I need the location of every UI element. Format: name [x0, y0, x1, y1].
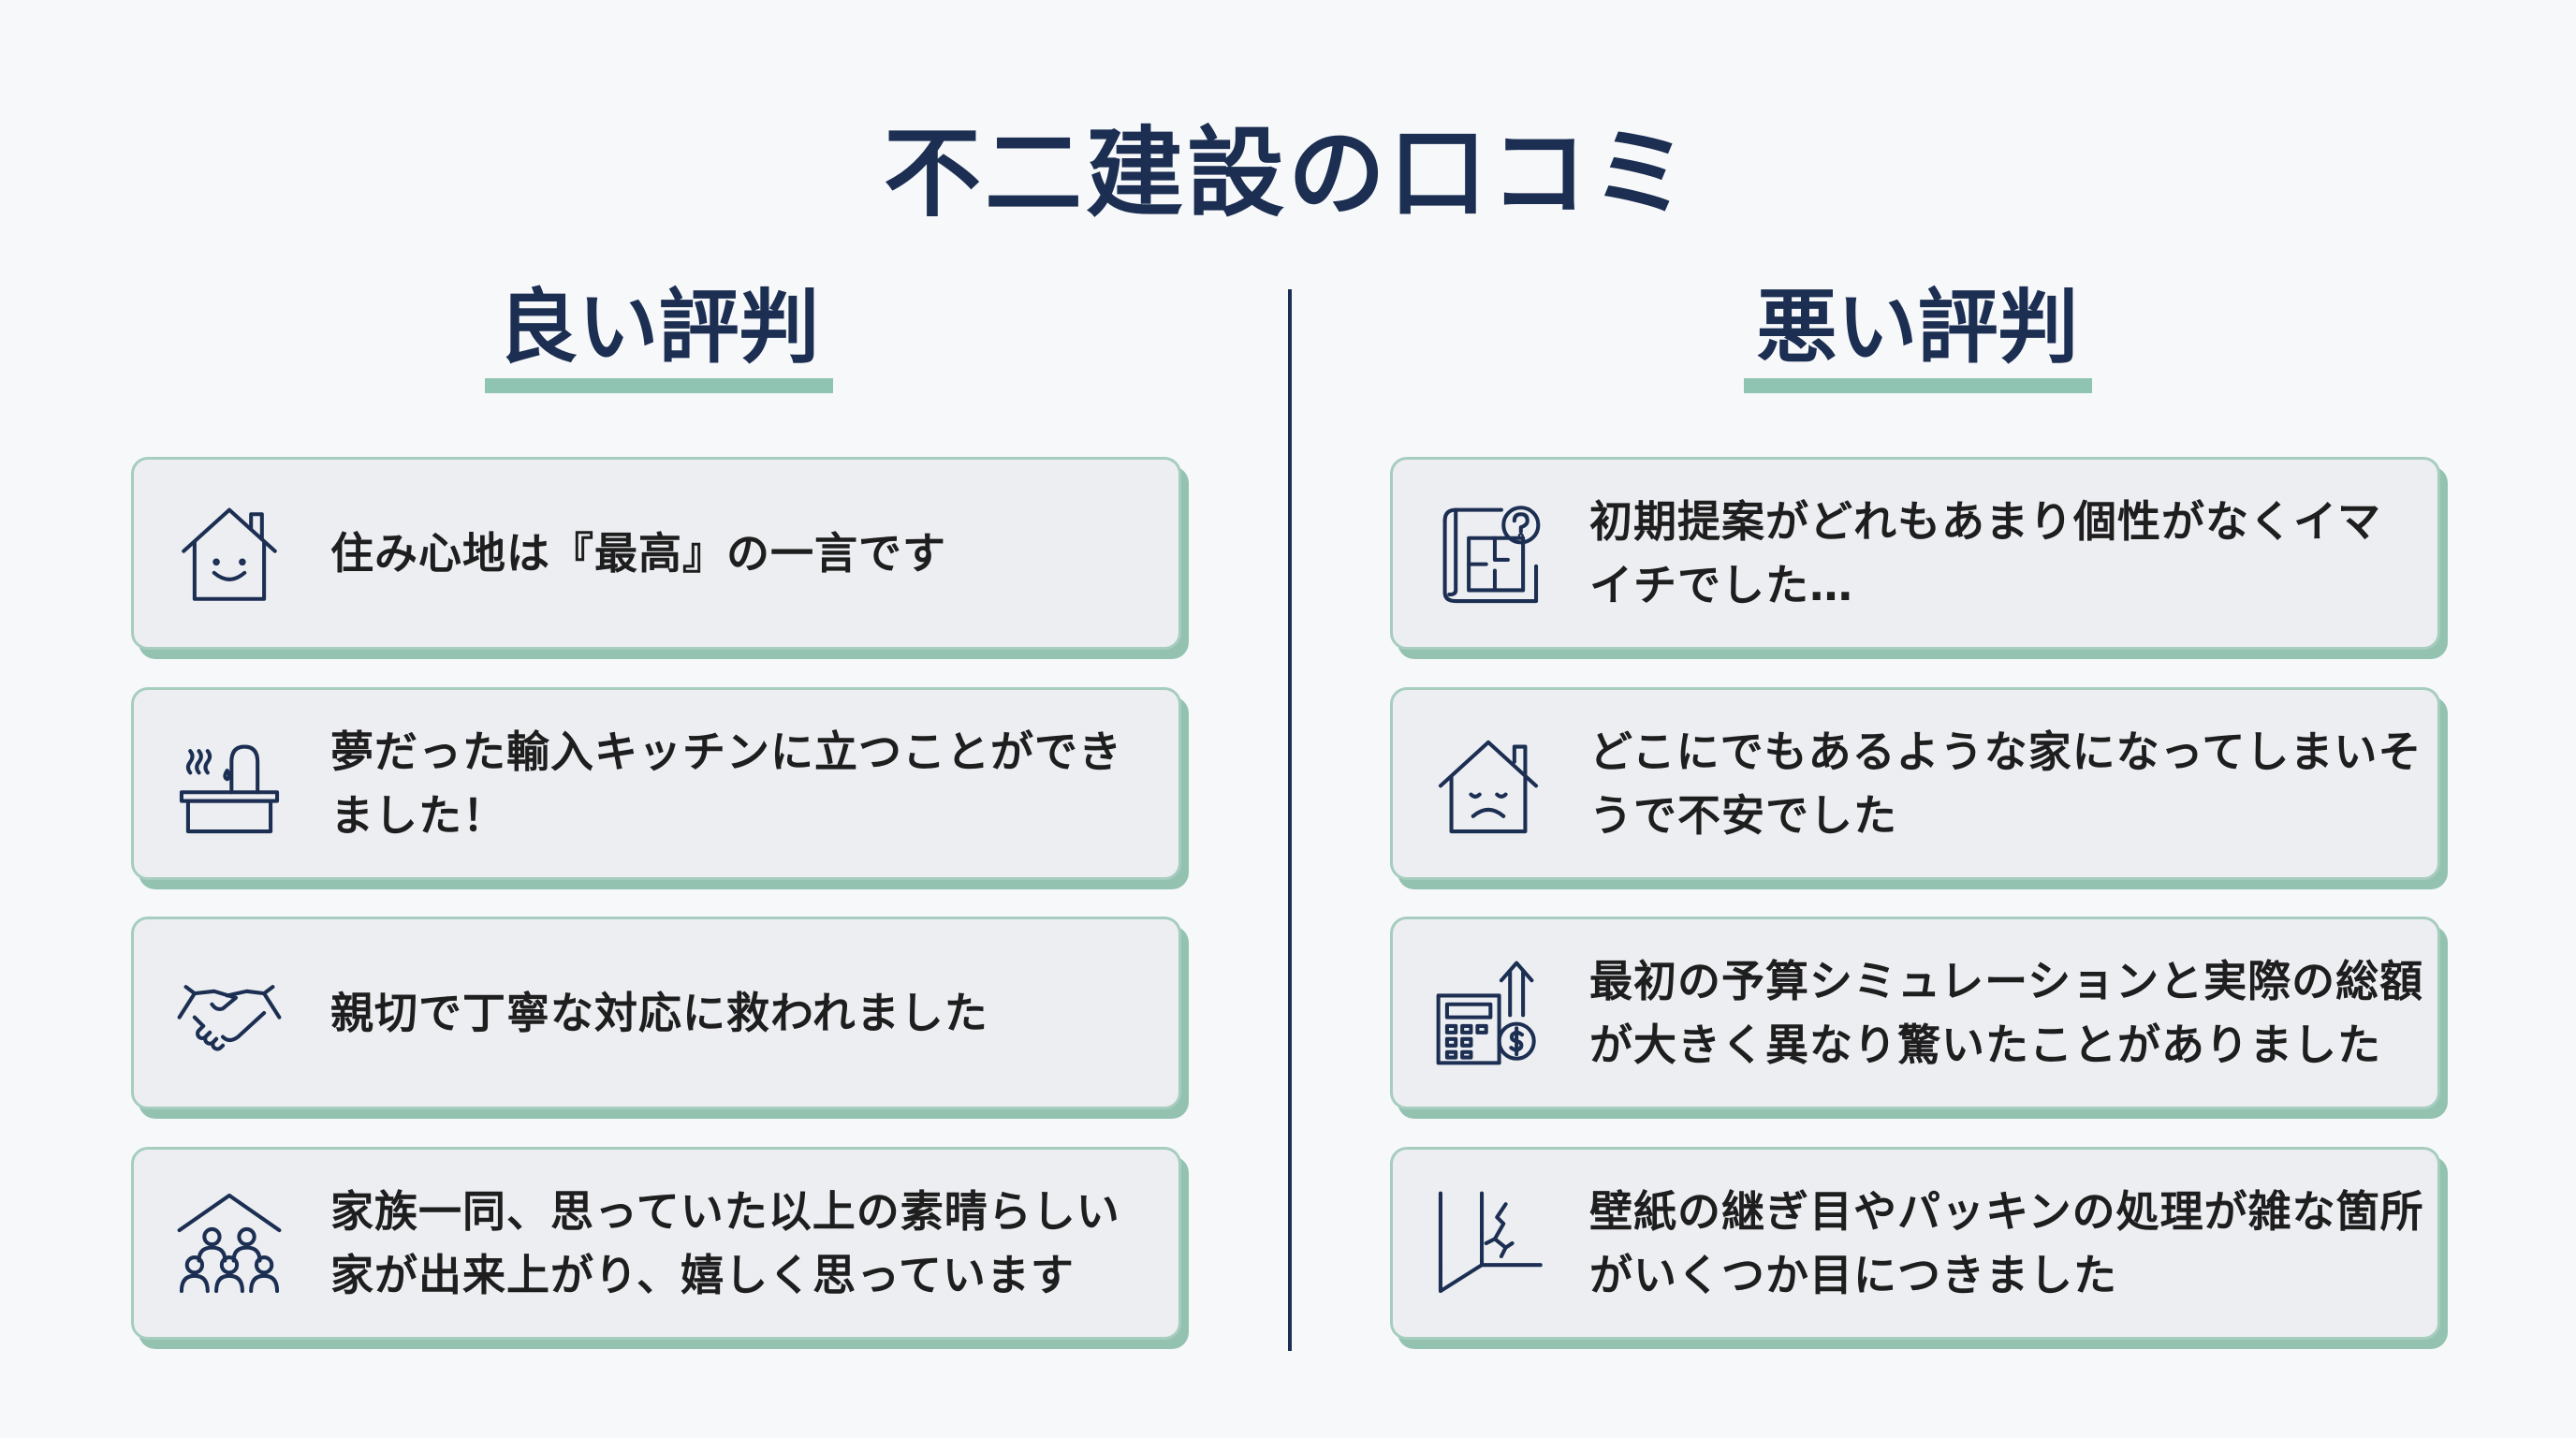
good-review-card: 家族一同、思っていた以上の素晴らしい家が出来上がり、嬉しく思っています	[131, 1147, 1181, 1340]
cracked-wall-icon	[1434, 1189, 1543, 1298]
review-text: 夢だった輸入キッチンに立つことができました！	[330, 726, 1122, 841]
good-reviews-heading-text: 良い評判	[484, 284, 833, 393]
review-text: 初期提案がどれもあまり個性がなくイマイチでした…	[1589, 496, 2381, 610]
bad-reviews-heading: 悪い評判	[1390, 281, 2445, 393]
bad-reviews-heading-text: 悪い評判	[1743, 284, 2092, 393]
family-house-icon	[175, 1189, 284, 1298]
good-reviews-heading: 良い評判	[131, 281, 1186, 393]
smiling-house-icon	[175, 499, 284, 608]
review-text: どこにでもあるような家になってしまいそうで不安でした	[1589, 726, 2422, 841]
review-text: 家族一同、思っていた以上の素晴らしい家が出来上がり、嬉しく思っています	[330, 1186, 1120, 1300]
review-text: 最初の予算シミュレーションと実際の総額が大きく異なり驚いたことがありました	[1589, 956, 2424, 1070]
bad-review-card: 初期提案がどれもあまり個性がなくイマイチでした…	[1390, 457, 2440, 650]
sad-house-icon	[1434, 729, 1543, 838]
kitchen-sink-icon	[175, 729, 284, 838]
review-text: 親切で丁寧な対応に救われました	[330, 988, 988, 1038]
bad-review-card: どこにでもあるような家になってしまいそうで不安でした	[1390, 687, 2440, 880]
column-divider	[1288, 289, 1292, 1351]
blueprint-question-icon	[1434, 499, 1543, 608]
bad-review-card: 壁紙の継ぎ目やパッキンの処理が雑な箇所がいくつか目につきました	[1390, 1147, 2440, 1340]
good-review-card: 親切で丁寧な対応に救われました	[131, 917, 1181, 1109]
review-text: 住み心地は『最高』の一言です	[330, 528, 946, 579]
handshake-icon	[175, 959, 284, 1067]
good-review-card: 住み心地は『最高』の一言です	[131, 457, 1181, 650]
bad-review-card: 最初の予算シミュレーションと実際の総額が大きく異なり驚いたことがありました	[1390, 917, 2440, 1109]
review-text: 壁紙の継ぎ目やパッキンの処理が雑な箇所がいくつか目につきました	[1589, 1186, 2424, 1300]
calculator-cost-icon	[1434, 959, 1543, 1067]
page-title: 不二建設の口コミ	[883, 116, 1692, 230]
good-review-card: 夢だった輸入キッチンに立つことができました！	[131, 687, 1181, 880]
